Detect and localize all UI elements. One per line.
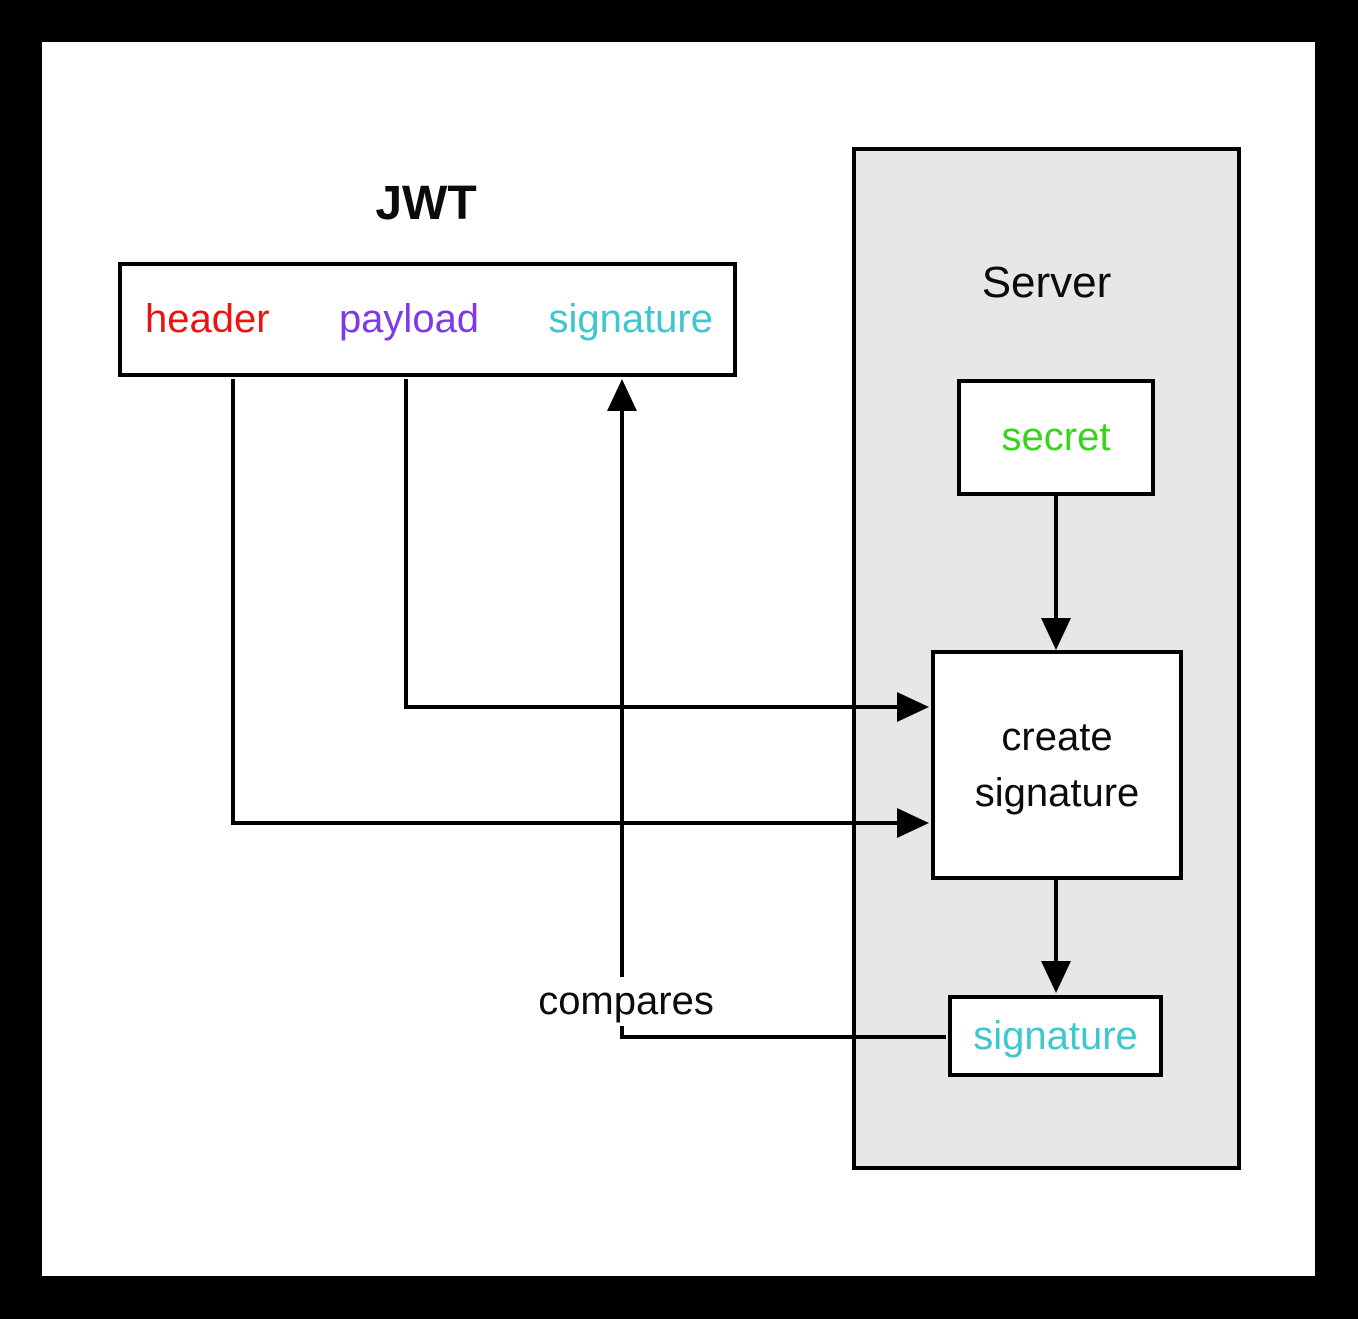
jwt-box: header payload signature (118, 262, 737, 377)
compares-edge-label: compares (530, 977, 722, 1026)
server-title: Server (981, 258, 1112, 307)
jwt-part-signature: signature (548, 297, 713, 341)
signature-node: signature (948, 995, 1163, 1077)
create-signature-label: create signature (974, 715, 1140, 815)
jwt-part-payload: payload (338, 297, 480, 341)
secret-node: secret (957, 379, 1155, 496)
secret-label: secret (1001, 415, 1111, 459)
signature-label: signature (973, 1013, 1138, 1058)
jwt-part-header: header (145, 297, 270, 341)
jwt-title: JWT (375, 177, 477, 230)
create-signature-node: create signature (931, 650, 1183, 880)
